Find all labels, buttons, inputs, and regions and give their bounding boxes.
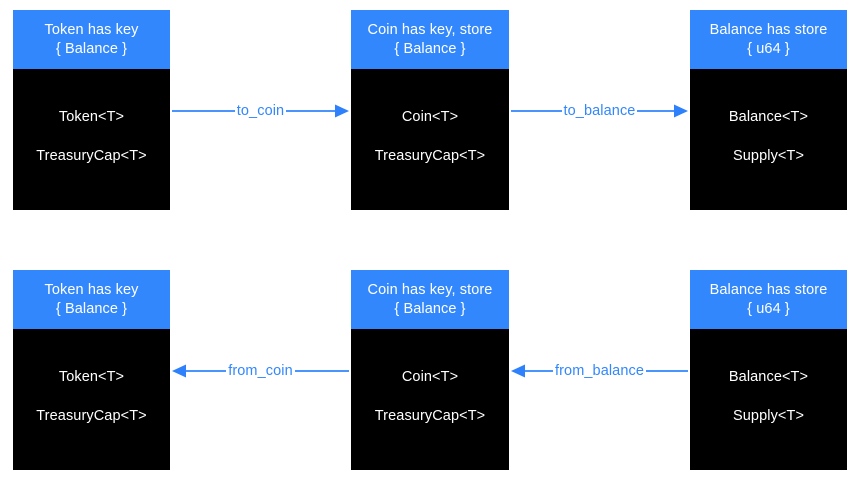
node-header: Coin has key, store { Balance } [351,10,509,69]
node-body-line2: TreasuryCap<T> [374,408,486,424]
node-header-line1: Coin has key, store [367,21,493,38]
node-header: Balance has store { u64 } [690,10,847,69]
node-body-line1: Token<T> [58,109,125,125]
node-body-line2: TreasuryCap<T> [36,408,147,424]
node-header-line1: Coin has key, store [367,281,493,298]
node-header: Token has key { Balance } [13,10,170,69]
node-body-line1: Coin<T> [401,109,459,125]
node-body-line2: TreasuryCap<T> [36,148,147,164]
node-body-line2: Supply<T> [732,408,805,424]
node-body-line1: Balance<T> [728,109,809,125]
node-token-top[interactable]: Token has key { Balance } Token<T> Treas… [13,10,170,210]
edge-label: to_coin [234,102,287,120]
edge-to-coin[interactable]: to_coin [172,97,349,125]
node-header-line2: { u64 } [747,40,790,57]
node-header-line2: { Balance } [394,300,466,317]
node-header-line1: Token has key [44,21,139,38]
edge-label: from_balance [552,362,647,380]
node-body: Balance<T> Supply<T> [690,329,847,470]
node-header-line2: { Balance } [55,300,128,317]
node-header: Balance has store { u64 } [690,270,847,329]
node-body-line1: Token<T> [58,369,125,385]
node-body-line1: Balance<T> [728,369,809,385]
node-header-line2: { u64 } [747,300,790,317]
node-header-line2: { Balance } [394,40,466,57]
node-body-line2: TreasuryCap<T> [374,148,486,164]
node-token-bottom[interactable]: Token has key { Balance } Token<T> Treas… [13,270,170,470]
node-header-line1: Balance has store [709,21,828,38]
node-header-line1: Balance has store [709,281,828,298]
node-balance-top[interactable]: Balance has store { u64 } Balance<T> Sup… [690,10,847,210]
node-balance-bottom[interactable]: Balance has store { u64 } Balance<T> Sup… [690,270,847,470]
node-coin-bottom[interactable]: Coin has key, store { Balance } Coin<T> … [351,270,509,470]
node-body: Token<T> TreasuryCap<T> [13,69,170,210]
node-header: Coin has key, store { Balance } [351,270,509,329]
node-header-line1: Token has key [44,281,139,298]
node-header: Token has key { Balance } [13,270,170,329]
edge-from-coin[interactable]: from_coin [172,357,349,385]
node-body-line2: Supply<T> [732,148,805,164]
node-body: Coin<T> TreasuryCap<T> [351,69,509,210]
node-body-line1: Coin<T> [401,369,459,385]
edge-from-balance[interactable]: from_balance [511,357,688,385]
edge-label: to_balance [561,102,638,120]
node-coin-top[interactable]: Coin has key, store { Balance } Coin<T> … [351,10,509,210]
node-header-line2: { Balance } [55,40,128,57]
node-body: Balance<T> Supply<T> [690,69,847,210]
node-body: Token<T> TreasuryCap<T> [13,329,170,470]
node-body: Coin<T> TreasuryCap<T> [351,329,509,470]
edge-label: from_coin [226,362,295,380]
edge-to-balance[interactable]: to_balance [511,97,688,125]
